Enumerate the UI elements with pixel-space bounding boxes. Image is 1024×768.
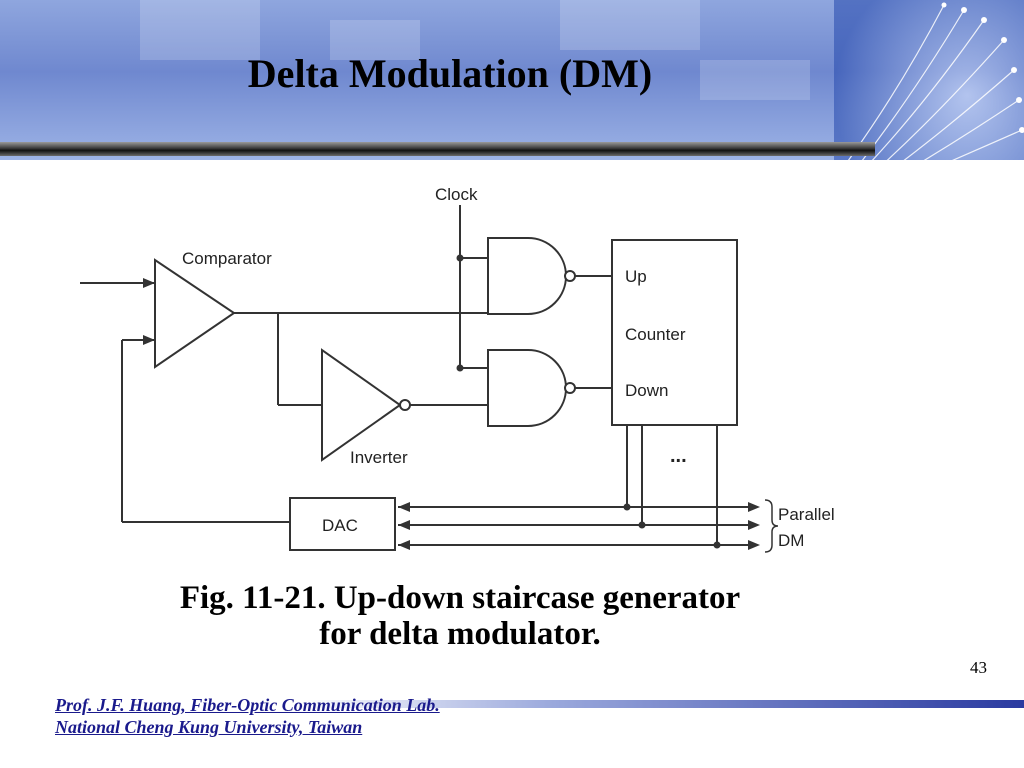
figure-caption: Fig. 11-21. Up-down staircase generator … xyxy=(80,580,840,652)
footer-line-1: Prof. J.F. Huang, Fiber-Optic Communicat… xyxy=(55,695,440,715)
footer-line-2: National Cheng Kung University, Taiwan xyxy=(55,717,363,737)
nand-gate-up xyxy=(487,237,567,315)
header-band xyxy=(0,0,1024,160)
header-decor-block xyxy=(330,20,420,60)
footer-bar xyxy=(300,700,1024,708)
fiber-optic-graphic xyxy=(834,0,1024,160)
nand-gate-down xyxy=(487,349,567,427)
footer-credits: Prof. J.F. Huang, Fiber-Optic Communicat… xyxy=(55,694,440,738)
inverter-symbol xyxy=(321,348,402,462)
header-decor-block xyxy=(140,0,260,60)
parallel-label: Parallel xyxy=(778,505,835,524)
counter-up-label: Up xyxy=(625,267,647,286)
caption-line-2: for delta modulator. xyxy=(319,616,601,652)
clock-label: Clock xyxy=(435,185,478,204)
slide-title: Delta Modulation (DM) xyxy=(247,51,653,96)
header-divider xyxy=(0,142,875,156)
bus-ellipsis: ... xyxy=(670,445,687,467)
header-decor-block xyxy=(560,0,700,50)
dac-label: DAC xyxy=(322,516,358,535)
caption-line-1: Fig. 11-21. Up-down staircase generator xyxy=(179,580,741,616)
counter-box xyxy=(611,239,738,426)
dac-box xyxy=(289,497,396,551)
comparator-symbol xyxy=(154,258,236,369)
inverter-label: Inverter xyxy=(350,448,408,467)
counter-name-label: Counter xyxy=(625,325,686,344)
header-decor-block xyxy=(700,60,810,100)
counter-down-label: Down xyxy=(625,381,668,400)
comparator-label: Comparator xyxy=(182,249,272,268)
dm-label: DM xyxy=(778,531,804,550)
page-number: 43 xyxy=(970,658,987,677)
staircase-generator-diagram: Clock Comparator Inverter Up Counter Dow… xyxy=(80,185,835,553)
